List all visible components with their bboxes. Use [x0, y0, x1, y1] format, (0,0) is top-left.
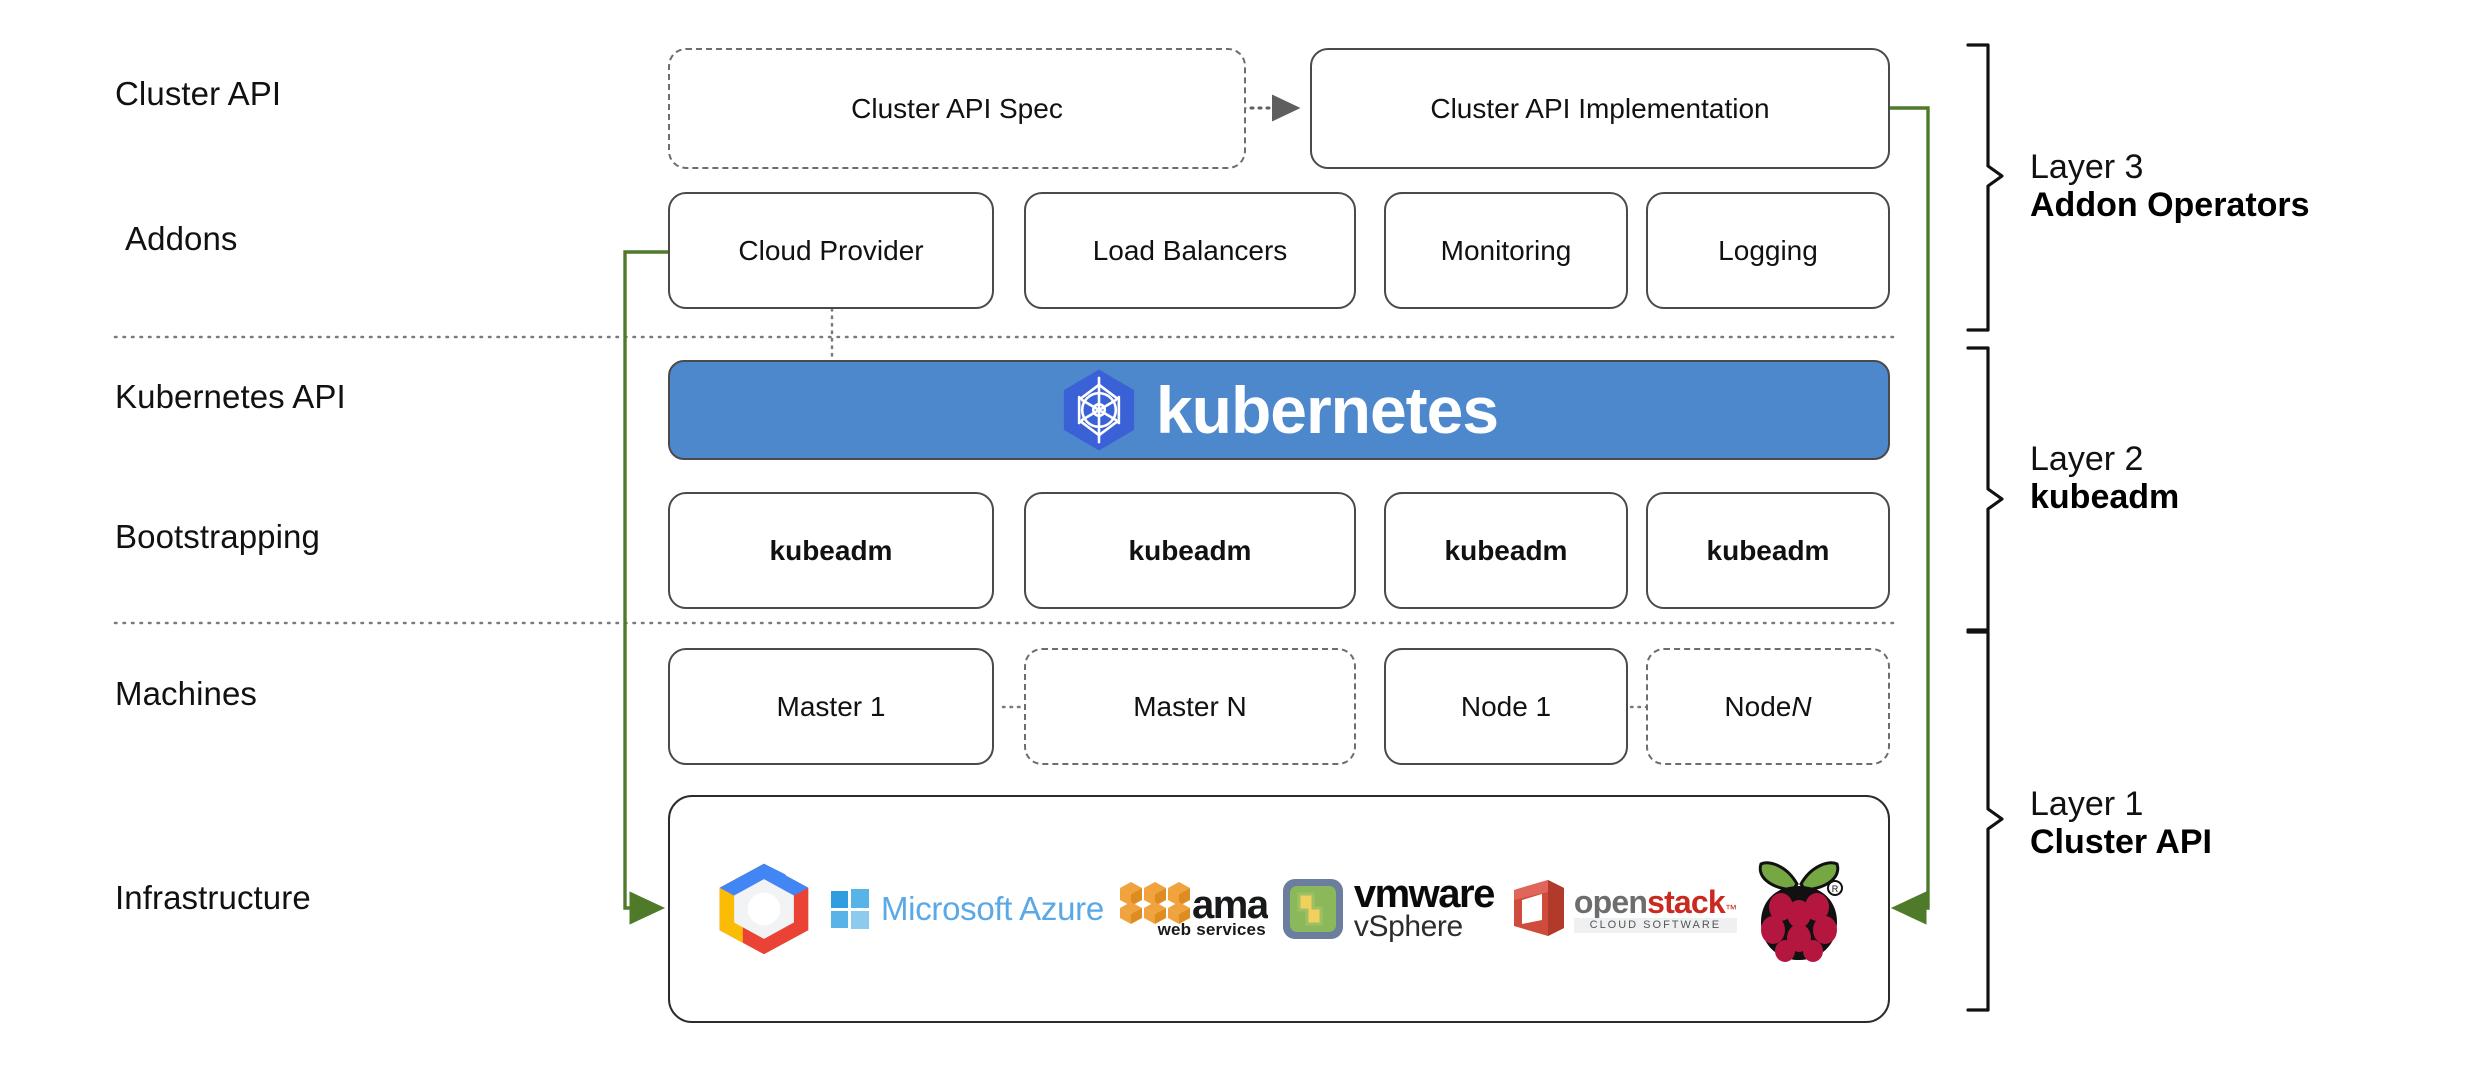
row-label-kubernetes-api: Kubernetes API	[115, 378, 346, 415]
logo-amazon-web-services: amazon web services	[1118, 878, 1268, 940]
vsphere-subtext: vSphere	[1353, 910, 1463, 943]
vsphere-icon	[1282, 879, 1343, 939]
layer-label-1: Layer 1 Cluster API	[2030, 785, 2212, 861]
layer-3-name: Layer 3	[2030, 148, 2144, 186]
box-bootstrap-kubeadm-2[interactable]: kubeadm	[1024, 492, 1356, 609]
box-addon-load-balancers[interactable]: Load Balancers	[1024, 192, 1356, 309]
brace-layer-3	[1966, 43, 2004, 332]
row-label-machines: Machines	[115, 675, 258, 712]
layer-label-2: Layer 2 kubeadm	[2030, 440, 2179, 516]
raspberry-pi-icon: R	[1758, 861, 1843, 962]
svg-text:R: R	[1832, 884, 1839, 894]
layer-1-subject: Cluster API	[2030, 823, 2213, 862]
box-bootstrap-kubeadm-1[interactable]: kubeadm	[668, 492, 994, 609]
kubernetes-helm-wheel-icon	[1063, 369, 1135, 451]
box-machine-node-n-label: Node	[1724, 690, 1792, 722]
row-label-infrastructure: Infrastructure	[115, 879, 311, 916]
openstack-subtext: CLOUD SOFTWARE	[1573, 917, 1737, 933]
layer-2-subject: kubeadm	[2030, 478, 2180, 517]
box-cluster-api-implementation[interactable]: Cluster API Implementation	[1310, 48, 1890, 169]
box-addon-monitoring[interactable]: Monitoring	[1384, 192, 1628, 309]
box-addon-cloud-provider[interactable]: Cloud Provider	[668, 192, 994, 309]
aws-subtext: web services	[1157, 920, 1266, 939]
logo-vmware-vsphere: vmware vSphere	[1282, 872, 1495, 943]
green-path-cloudprovider-to-infrastructure	[623, 250, 668, 925]
layer-3-subject: Addon Operators	[2030, 186, 2310, 225]
row-label-addons: Addons	[125, 220, 238, 257]
logo-google-cloud-platform	[711, 860, 817, 958]
kubernetes-wordmark: kubernetes	[1155, 373, 1499, 447]
layer-label-3: Layer 3 Addon Operators	[2030, 148, 2310, 224]
logo-microsoft-azure: Microsoft Azure	[830, 889, 1104, 929]
box-bootstrap-kubeadm-4[interactable]: kubeadm	[1646, 492, 1890, 609]
box-machine-node-n-index: N	[1791, 690, 1812, 722]
box-cluster-api-spec[interactable]: Cluster API Spec	[668, 48, 1246, 169]
layer-2-name: Layer 2	[2030, 440, 2144, 478]
brace-layer-1	[1966, 630, 2004, 1012]
openstack-wordmark-open: open	[1573, 883, 1648, 920]
openstack-wordmark-stack: stack	[1647, 883, 1726, 920]
kubernetes-banner[interactable]: kubernetes	[668, 360, 1890, 460]
row-label-bootstrapping: Bootstrapping	[115, 518, 320, 555]
box-machine-node-1[interactable]: Node 1	[1384, 648, 1628, 765]
green-path-clusterapi-to-infrastructure	[1889, 106, 1930, 925]
svg-text:amazon: amazon	[1192, 883, 1268, 924]
aws-boxes-icon: amazon	[1119, 882, 1268, 924]
microsoft-squares-icon	[830, 889, 869, 929]
box-machine-node-n[interactable]: Node N	[1646, 648, 1890, 765]
box-addon-logging[interactable]: Logging	[1646, 192, 1890, 309]
box-bootstrap-kubeadm-3[interactable]: kubeadm	[1384, 492, 1628, 609]
azure-wordmark: Microsoft Azure	[880, 890, 1104, 927]
box-machine-master-1[interactable]: Master 1	[668, 648, 994, 765]
box-infrastructure[interactable]: Microsoft Azure	[668, 795, 1890, 1023]
openstack-cube-icon	[1513, 880, 1564, 936]
logo-openstack: open stack ™ CLOUD SOFTWARE	[1508, 878, 1737, 940]
vmware-wordmark: vmware	[1353, 872, 1495, 916]
layer-1-name: Layer 1	[2030, 785, 2144, 823]
logo-raspberry-pi: R	[1751, 854, 1847, 964]
brace-layer-2	[1966, 346, 2004, 632]
box-machine-master-n[interactable]: Master N	[1024, 648, 1356, 765]
row-label-cluster-api: Cluster API	[115, 75, 282, 112]
